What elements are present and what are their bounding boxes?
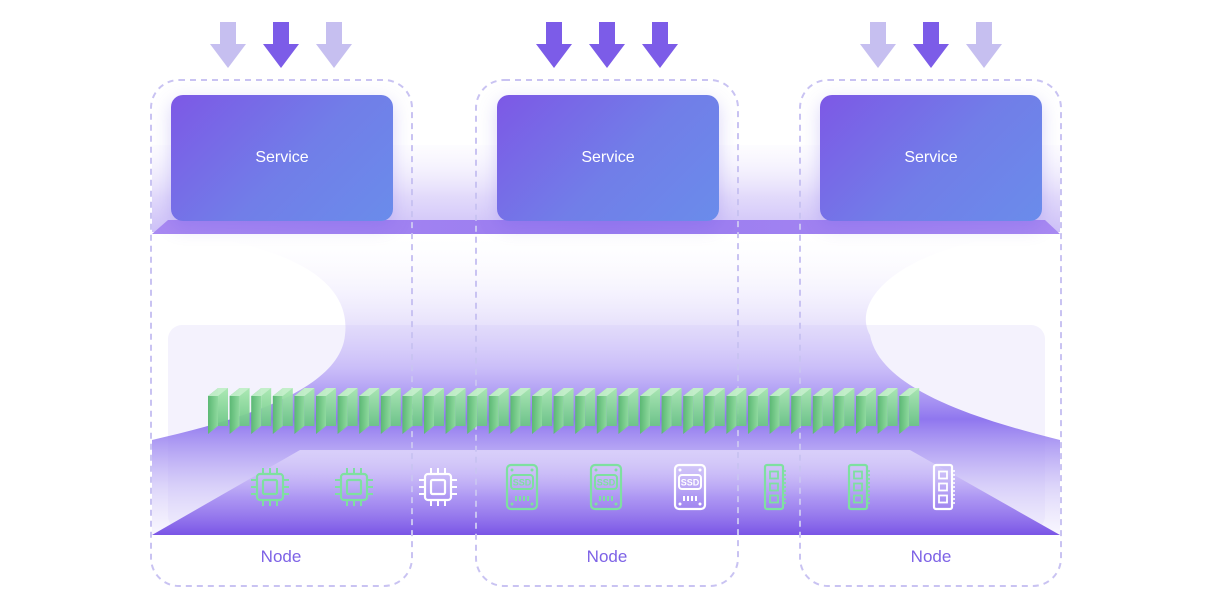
request-arrows: [210, 22, 1002, 68]
pool-block: [661, 388, 682, 434]
pool-block: [748, 388, 768, 434]
pool-block: [337, 388, 358, 434]
resource-floor: [152, 450, 1060, 535]
down-arrow-icon: [589, 22, 625, 68]
pool-block: [488, 388, 509, 434]
ssd-icon: SSD: [589, 463, 623, 511]
resource-pool-blocks: [208, 388, 920, 434]
pool-block: [769, 388, 790, 434]
cpu-chip-icon: [335, 468, 373, 506]
pool-block: [899, 388, 920, 434]
service-shelf: [152, 220, 1060, 234]
pool-block: [294, 388, 315, 434]
node-border-2: [475, 79, 739, 587]
pool-block: [683, 388, 704, 434]
resource-icons: SSD SSD SSD: [251, 463, 955, 511]
pool-block: [532, 388, 552, 434]
pool-block: [877, 388, 898, 434]
memory-module-icon: [932, 463, 955, 511]
down-arrow-icon: [913, 22, 949, 68]
cpu-chip-icon: [251, 468, 289, 506]
pool-block: [726, 388, 747, 434]
pool-block: [380, 388, 401, 434]
service-label: Service: [904, 149, 958, 166]
service-box-2: Service: [497, 95, 719, 221]
pool-block: [251, 388, 272, 434]
ssd-icon: SSD: [673, 463, 707, 511]
node-border-3: [799, 79, 1062, 587]
node-label-3: Node: [910, 547, 952, 566]
pool-block: [553, 388, 574, 434]
pool-block: [402, 388, 423, 434]
pool-block: [640, 388, 660, 434]
down-arrow-icon: [263, 22, 299, 68]
pool-block: [229, 388, 250, 434]
down-arrow-icon: [642, 22, 678, 68]
pool-block: [208, 388, 228, 434]
pool-block: [791, 388, 812, 434]
pool-block: [445, 388, 466, 434]
down-arrow-icon: [536, 22, 572, 68]
node-border-1: [150, 79, 413, 587]
node-label-2: Node: [586, 547, 628, 566]
ssd-icon: SSD: [505, 463, 539, 511]
pool-block: [856, 388, 876, 434]
pool-block: [272, 388, 293, 434]
pool-block: [316, 388, 336, 434]
pool-block: [618, 388, 639, 434]
pool-block: [704, 388, 725, 434]
pool-block: [596, 388, 617, 434]
pool-block: [424, 388, 444, 434]
down-arrow-icon: [860, 22, 896, 68]
pool-block: [359, 388, 380, 434]
service-label: Service: [581, 149, 635, 166]
pool-block: [510, 388, 531, 434]
pool-block: [575, 388, 596, 434]
pool-block: [834, 388, 855, 434]
memory-module-icon: [763, 463, 786, 511]
ssd-label: SSD: [597, 478, 616, 488]
ssd-label: SSD: [681, 478, 700, 488]
down-arrow-icon: [966, 22, 1002, 68]
pool-block: [467, 388, 488, 434]
node-label-1: Node: [260, 547, 302, 566]
service-box-3: Service: [820, 95, 1042, 221]
down-arrow-icon: [316, 22, 352, 68]
pool-block: [812, 388, 833, 434]
service-label: Service: [255, 149, 309, 166]
down-arrow-icon: [210, 22, 246, 68]
ssd-label: SSD: [513, 478, 532, 488]
service-box-1: Service: [171, 95, 393, 221]
memory-module-icon: [847, 463, 870, 511]
cpu-chip-icon: [419, 468, 457, 506]
